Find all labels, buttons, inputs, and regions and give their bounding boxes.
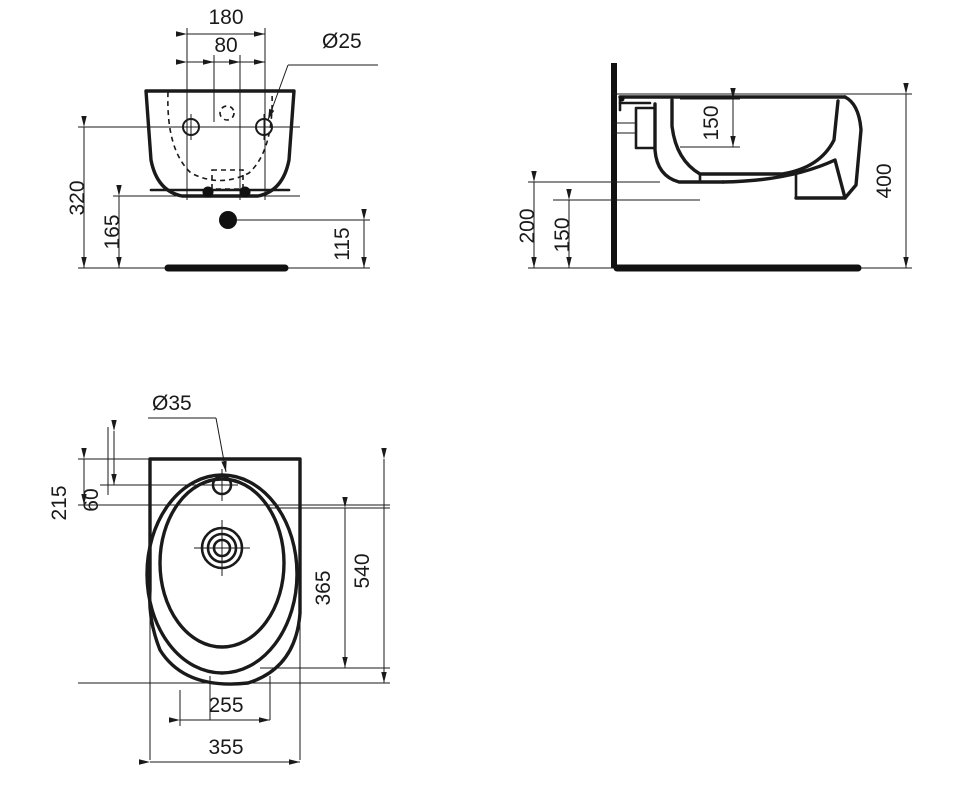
dimension-215: 215 <box>48 448 87 521</box>
dimension-365: 365 <box>312 497 348 668</box>
dimension-60: 60 <box>80 420 117 512</box>
plan-waste-outlet <box>194 520 250 576</box>
dimension-label-200: 200 <box>516 208 539 243</box>
dimension-400: 400 <box>873 83 909 268</box>
dimension-80: 80 <box>176 34 265 65</box>
dimension-label-365: 365 <box>312 570 335 605</box>
dimension-d35-leader: Ø35 <box>148 392 227 473</box>
dimension-165: 165 <box>101 185 124 268</box>
dimension-320: 320 <box>66 116 89 268</box>
dimension-side-150-depth: 150 <box>700 88 736 147</box>
front-view-body <box>144 89 296 198</box>
dimension-label-165: 165 <box>101 214 124 249</box>
plan-view: Ø35 215 60 365 540 255 355 <box>48 392 390 765</box>
waste-dot-right <box>239 186 251 198</box>
dimension-540: 540 <box>351 448 387 683</box>
dimension-label-540: 540 <box>351 553 374 588</box>
dimension-label-400: 400 <box>873 163 896 198</box>
front-view: 180 80 Ø25 <box>66 6 378 272</box>
dimension-255: 255 <box>169 694 270 723</box>
dimension-label-80: 80 <box>214 34 237 57</box>
dimension-label-320: 320 <box>66 180 89 215</box>
dimension-label-355: 355 <box>208 736 243 759</box>
dimension-label-d25: Ø25 <box>322 30 362 53</box>
dimension-label-d35: Ø35 <box>152 392 192 415</box>
dimension-label-115: 115 <box>331 227 354 260</box>
waste-dot-left <box>202 186 214 198</box>
dimension-d25-leader: Ø25 <box>267 30 378 121</box>
waste-outlet-dot <box>219 211 237 229</box>
side-view-body <box>614 95 863 200</box>
fixing-hole-left <box>178 114 204 140</box>
side-view: 150 400 200 150 <box>516 63 912 272</box>
dimension-label-side-150-fixing: 150 <box>551 217 574 252</box>
dimension-label-215: 215 <box>48 485 71 520</box>
dimension-label-60: 60 <box>80 488 103 511</box>
dimension-355: 355 <box>139 736 300 765</box>
dimension-180: 180 <box>176 6 265 37</box>
dimension-label-255: 255 <box>208 694 243 717</box>
dimension-side-150-fixing: 150 <box>551 189 574 268</box>
dimension-label-side-150-depth: 150 <box>700 105 723 140</box>
plan-tap-hole <box>206 469 238 501</box>
dimension-200: 200 <box>516 171 539 268</box>
dimension-115: 115 <box>331 209 367 268</box>
front-view-fixing-holes <box>178 114 277 140</box>
dimension-label-180: 180 <box>208 6 243 29</box>
fixing-hole-right <box>251 114 277 140</box>
